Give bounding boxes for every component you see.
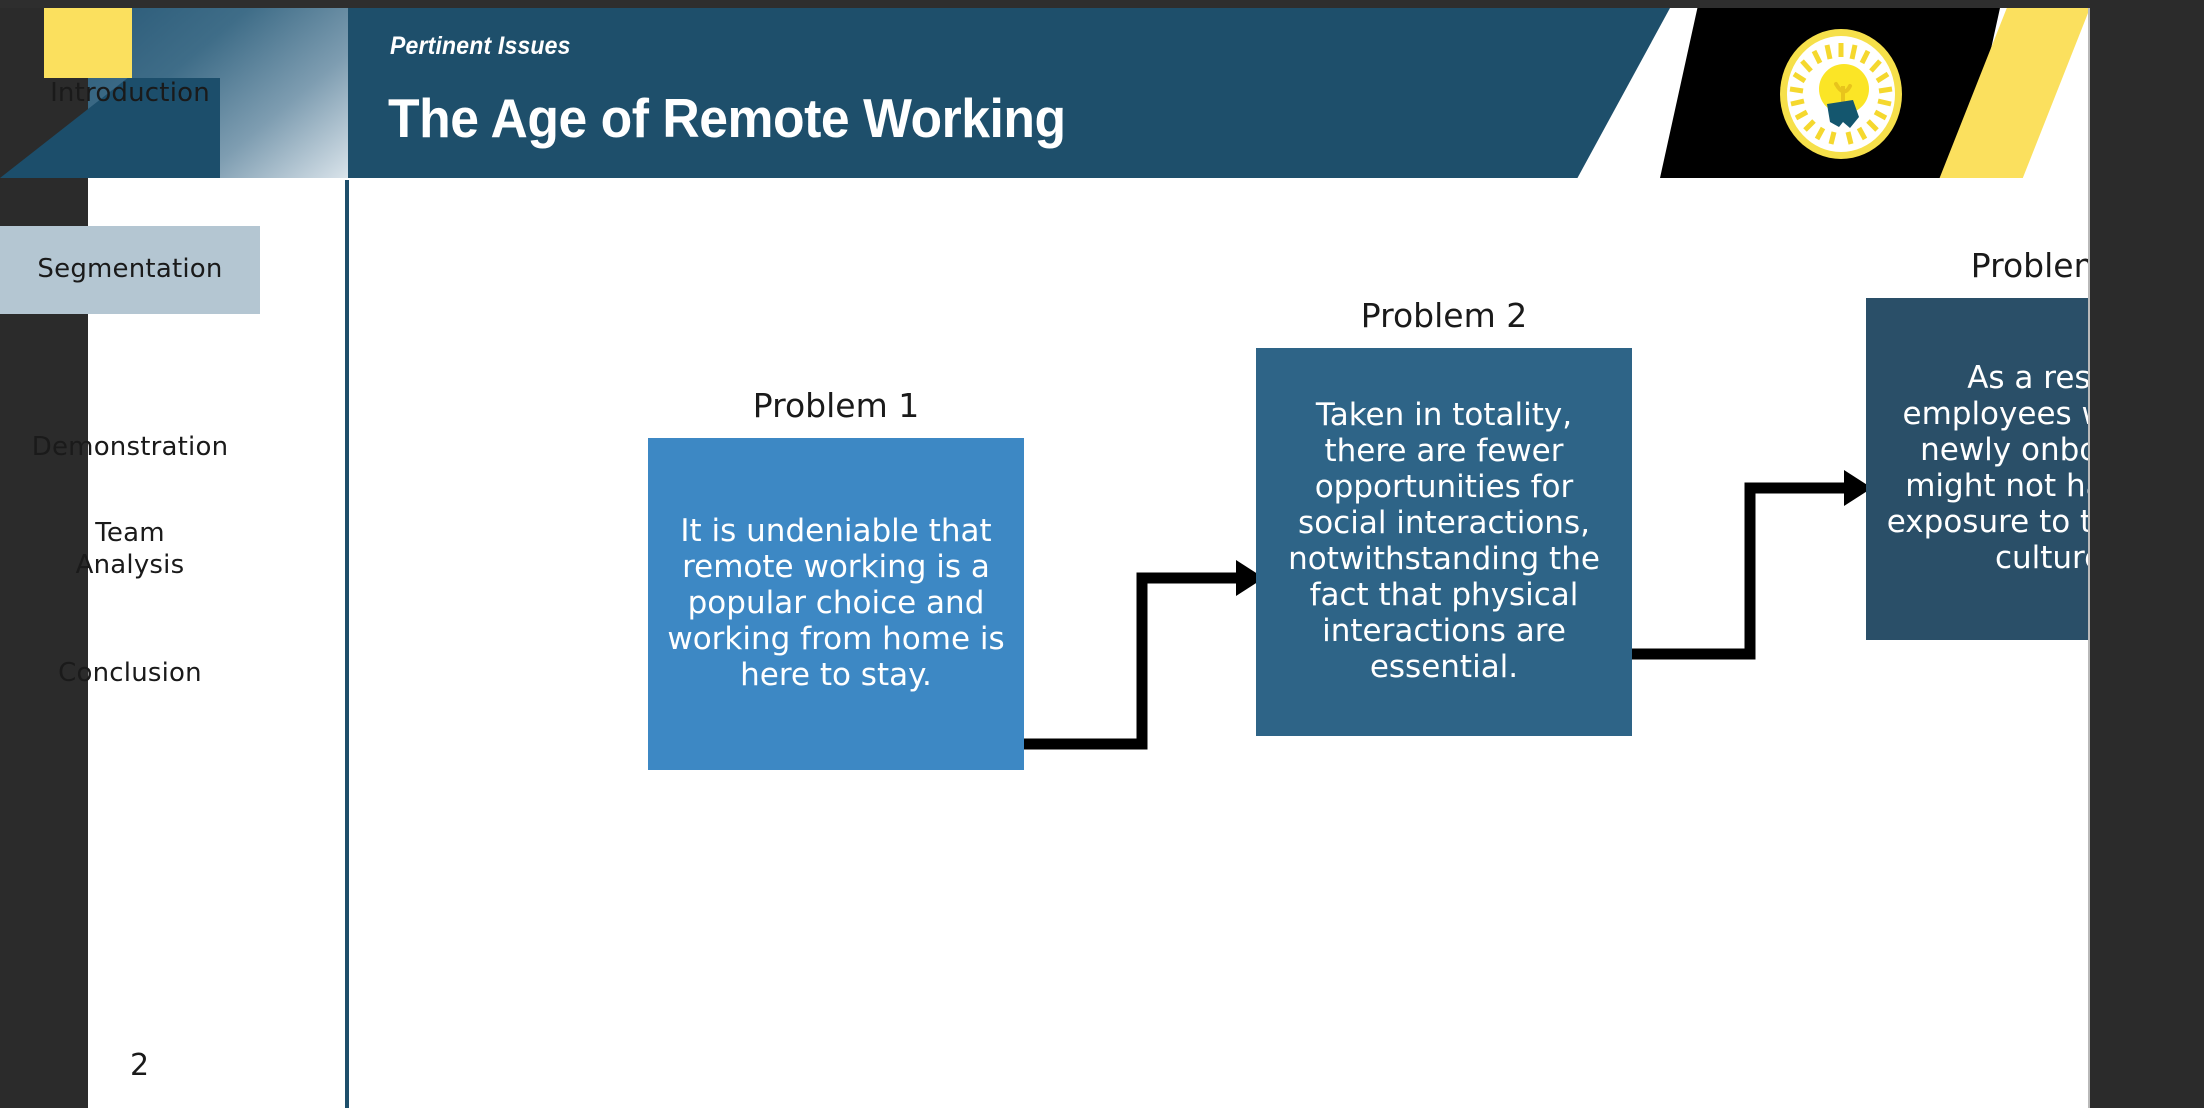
lightbulb-icon xyxy=(1768,24,1914,164)
connector-problem2-to-problem3 xyxy=(1632,470,1872,660)
viewer-right-backdrop xyxy=(2090,0,2204,1108)
header-eyebrow: Pertinent Issues xyxy=(390,32,571,60)
sidebar-item-label: Conclusion xyxy=(58,658,202,689)
sidebar-item-label: Introduction xyxy=(50,78,210,109)
sidebar-divider xyxy=(345,180,349,1108)
viewer-top-bar xyxy=(0,0,2204,8)
sidebar-item-team-analysis[interactable]: Team Analysis xyxy=(0,488,260,612)
header-band xyxy=(348,8,1670,178)
slide-right-edge xyxy=(2088,8,2090,1108)
problem-1-caption: Problem 1 xyxy=(752,386,920,425)
sidebar-item-label: Segmentation xyxy=(37,254,223,285)
sidebar-item-demonstration[interactable]: Demonstration xyxy=(0,402,260,494)
page-title: The Age of Remote Working xyxy=(388,87,1066,149)
sidebar-item-introduction[interactable]: Introduction xyxy=(0,48,260,140)
problem-3-box[interactable]: As a result, employees who are newly onb… xyxy=(1866,298,2090,640)
decor-yellow-square xyxy=(44,8,132,78)
sidebar-item-segmentation[interactable]: Segmentation xyxy=(0,226,260,314)
process-flow-diagram: Problem 1 It is undeniable that remote w… xyxy=(348,178,2090,1108)
sidebar-item-label: Team Analysis xyxy=(75,518,185,580)
sidebar-item-label: Demonstration xyxy=(31,432,229,463)
slide-canvas: Pertinent Issues The Age of Remote Worki… xyxy=(0,8,2090,1108)
problem-1-box[interactable]: It is undeniable that remote working is … xyxy=(648,438,1024,770)
problem-3-caption: Problem 3 xyxy=(1970,246,2090,285)
problem-2-box[interactable]: Taken in totality, there are fewer oppor… xyxy=(1256,348,1632,736)
sidebar-nav xyxy=(88,178,348,1108)
problem-2-caption: Problem 2 xyxy=(1360,296,1528,335)
sidebar-item-conclusion[interactable]: Conclusion xyxy=(0,628,260,720)
page-number: 2 xyxy=(130,1048,150,1083)
connector-problem1-to-problem2 xyxy=(1024,560,1264,750)
